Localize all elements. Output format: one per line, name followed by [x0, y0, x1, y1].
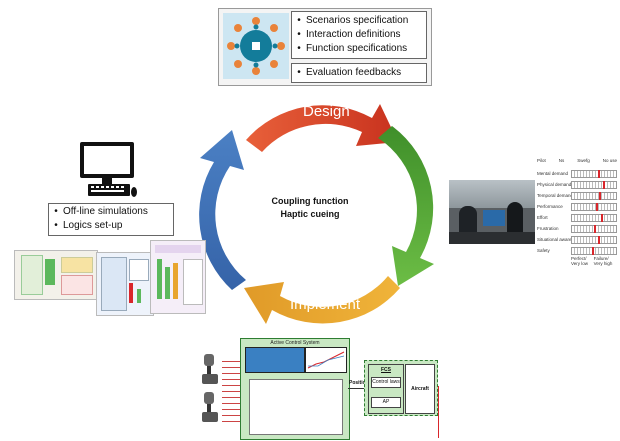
form-header-nouse: No use	[602, 158, 617, 163]
rating-marker	[599, 191, 602, 200]
form-header-swefg: Swefg	[577, 158, 590, 163]
joystick-icon-1	[202, 354, 220, 384]
form-row-label: Temporal demand	[537, 193, 571, 198]
acs-title: Active Control System	[270, 340, 320, 346]
form-row: Situational awareness	[537, 234, 617, 245]
ap-block: AP	[371, 397, 401, 408]
implement-arrow	[244, 276, 400, 324]
stage-implement-label: Implement	[290, 296, 361, 313]
form-row: Physical demand	[537, 179, 617, 190]
form-row-label: Mental demand	[537, 171, 569, 176]
control-schematic: Active Control System Positions FCS Cont…	[196, 338, 452, 441]
feedback-item: Evaluation feedbacks	[292, 66, 426, 80]
spec-item-functions: Function specifications	[292, 42, 426, 56]
fcs-aircraft-block: FCS Control laws AP Aircraft	[364, 360, 438, 416]
fcs-label: FCS	[381, 367, 391, 373]
simulation-screenshot-2	[96, 252, 154, 316]
rating-marker	[602, 180, 605, 189]
spec-item-interactions: Interaction definitions	[292, 28, 426, 42]
experiment-arrow	[378, 126, 434, 286]
form-row-label: Situational awareness	[537, 237, 571, 242]
rating-marker	[596, 202, 599, 211]
rating-scale	[571, 213, 617, 222]
form-row-label: Effort	[537, 215, 548, 220]
active-control-system-block: Active Control System	[240, 338, 350, 440]
rating-marker	[594, 224, 596, 233]
specs-list-box: Scenarios specification Interaction defi…	[291, 11, 427, 59]
form-row-label: Frustration	[537, 226, 559, 231]
joystick-icon-2	[202, 392, 220, 422]
simulator-photo	[449, 180, 535, 244]
cycle-center-text: Coupling function Haptic cueing	[250, 195, 370, 221]
form-footer-low: Perfect/ Very low	[571, 256, 589, 266]
rating-marker	[597, 169, 600, 178]
form-row: Effort	[537, 212, 617, 223]
rating-marker	[601, 213, 604, 222]
tool-item-offline-simulations: Off-line simulations	[49, 205, 173, 219]
form-footer-high: Failure/ Very high	[593, 256, 613, 266]
feedback-box: Evaluation feedbacks	[291, 63, 427, 83]
design-inputs-panel: Scenarios specification Interaction defi…	[218, 8, 432, 86]
spec-item-scenarios: Scenarios specification	[292, 14, 426, 28]
analyze-arrow	[199, 130, 246, 290]
form-footer: Perfect/ Very low Failure/ Very high	[537, 256, 617, 266]
analysis-tools-box: Off-line simulations Logics set-up	[48, 203, 174, 236]
form-row: Frustration	[537, 223, 617, 234]
simulation-screenshot-1	[14, 250, 98, 300]
rating-scale	[571, 180, 617, 189]
rating-scale	[571, 235, 617, 244]
meeting-table-icon	[223, 13, 289, 79]
form-row: Safety	[537, 245, 617, 256]
design-arrow	[246, 104, 398, 152]
stage-design-label: Design	[303, 103, 350, 120]
rating-scale	[571, 224, 617, 233]
rating-marker	[591, 246, 594, 255]
form-header-pilot: Pilot	[537, 158, 546, 163]
form-row-label: Performance	[537, 204, 563, 209]
aircraft-block: Aircraft	[405, 364, 435, 414]
rating-scale	[571, 169, 617, 178]
rating-scale	[571, 246, 617, 255]
form-row-label: Physical demand	[537, 182, 571, 187]
control-laws-block: Control laws	[371, 377, 401, 388]
simulation-screenshot-3	[150, 240, 206, 314]
form-row-label: Safety	[537, 248, 550, 253]
form-row: Temporal demand	[537, 190, 617, 201]
rating-scale	[571, 202, 617, 211]
form-row: Mental demand	[537, 168, 617, 179]
form-header-ns: Ns	[558, 158, 565, 163]
form-header: Pilot Ns Swefg No use	[537, 158, 617, 168]
rating-marker	[598, 235, 601, 244]
rating-scale	[571, 191, 617, 200]
tool-item-logics-setup: Logics set-up	[49, 219, 173, 233]
positions-label: Positions	[349, 380, 372, 386]
form-row: Performance	[537, 201, 617, 212]
center-line-1: Coupling function	[271, 196, 349, 206]
center-line-2: Haptic cueing	[280, 209, 340, 219]
computer-icon	[76, 140, 138, 200]
